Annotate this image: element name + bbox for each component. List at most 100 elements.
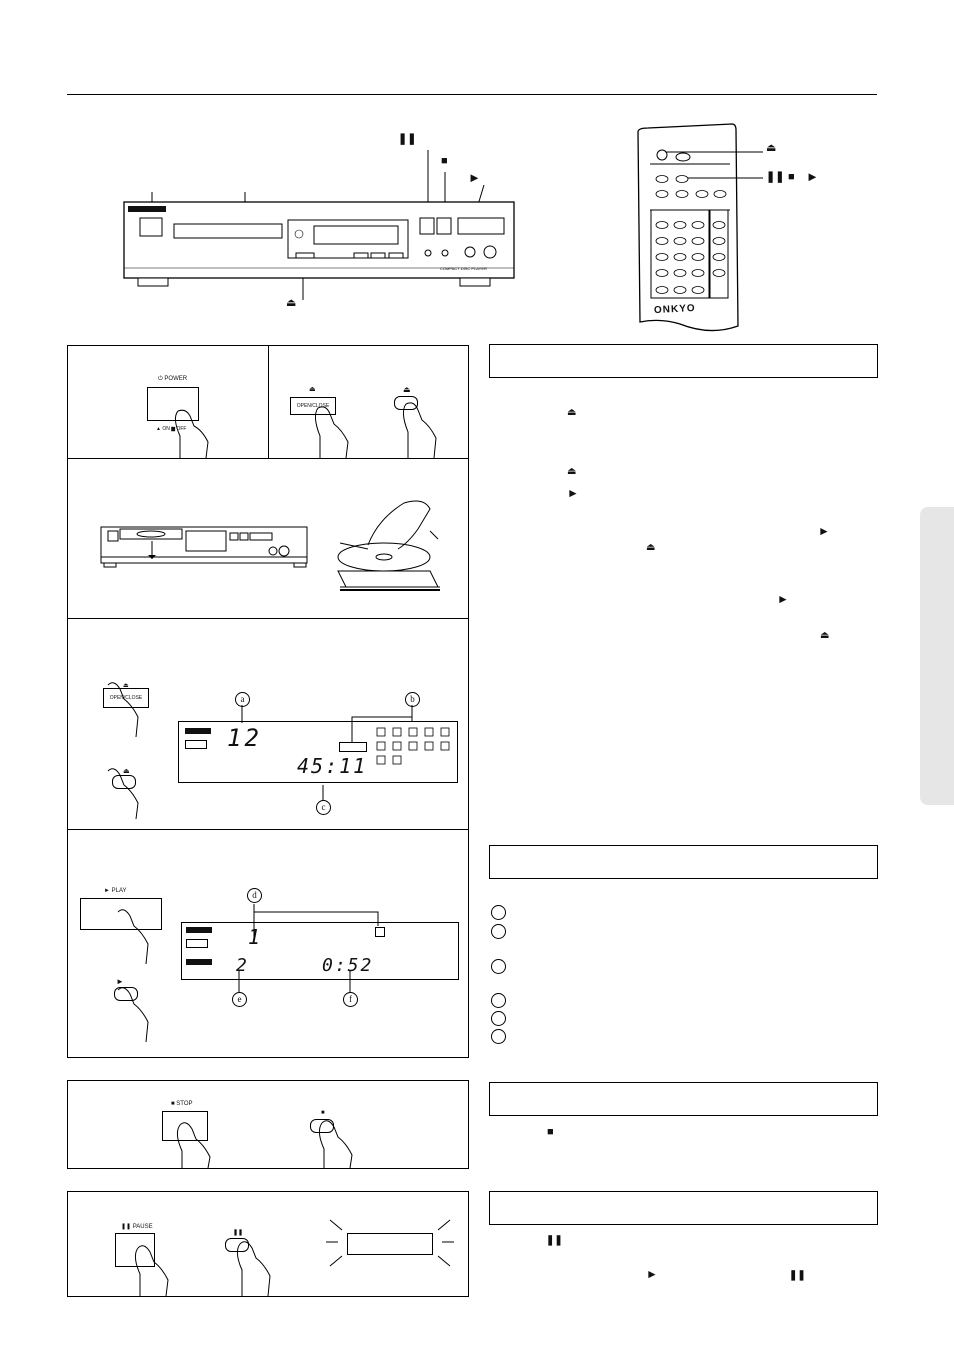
stop-icon: ■ bbox=[547, 1126, 554, 1138]
stop-label-text: STOP bbox=[176, 1101, 193, 1107]
on-off-label: ▲ ON ▆ OFF bbox=[156, 426, 187, 432]
stop-icon: ■ bbox=[321, 1110, 325, 1116]
music-calendar bbox=[375, 726, 455, 766]
power-button-art bbox=[147, 387, 199, 421]
on-label: ON bbox=[162, 426, 170, 432]
panel-close-display: ⏏ OPEN/CLOSE ⏏ 12 45:11 a bbox=[67, 618, 469, 831]
eject-icon: ⏏ bbox=[123, 683, 129, 689]
remote-eject-button-art bbox=[112, 775, 136, 789]
eject-icon: ⏏ bbox=[403, 385, 411, 394]
lcd-indicator bbox=[186, 939, 208, 948]
lcd-display: 12 45:11 bbox=[178, 721, 458, 783]
total-time: 45:11 bbox=[297, 754, 368, 778]
section-header-box-2 bbox=[489, 845, 878, 879]
stop-button-art bbox=[162, 1111, 208, 1141]
open-close-label: OPEN/CLOSE bbox=[296, 403, 330, 409]
insert-disc-art bbox=[100, 500, 440, 591]
play-label-text: PLAY bbox=[111, 888, 127, 894]
display-item-marker bbox=[491, 993, 506, 1008]
remote-play-icon: ► bbox=[806, 169, 819, 184]
pause-button-art bbox=[115, 1233, 155, 1267]
play-icon: ► bbox=[818, 524, 830, 538]
callout-f: f bbox=[343, 992, 358, 1007]
lcd-indicator bbox=[185, 728, 211, 734]
remote-outline bbox=[637, 123, 763, 332]
power-label-text: POWER bbox=[164, 376, 188, 382]
total-tracks: 12 bbox=[227, 724, 262, 752]
panel-stop: ■ STOP ■ bbox=[67, 1080, 469, 1169]
play-icon: ► bbox=[468, 170, 481, 185]
open-close-label-2: OPEN/CLOSE bbox=[109, 695, 143, 701]
pause-label: ❚❚ PAUSE bbox=[121, 1224, 153, 1230]
index-number: 2 bbox=[236, 955, 247, 976]
top-rule bbox=[67, 94, 877, 95]
callout-lines bbox=[117, 904, 379, 1043]
remote-stop-icon: ■ bbox=[788, 171, 795, 183]
play-button-art bbox=[80, 898, 162, 930]
play-icon: ► bbox=[646, 1267, 658, 1281]
section-header-box-3 bbox=[489, 1082, 878, 1116]
remote-brand: ONKYO bbox=[653, 302, 696, 317]
play-icon: ► bbox=[116, 977, 124, 986]
pause-label-text: PAUSE bbox=[132, 1224, 153, 1230]
callout-a: a bbox=[235, 692, 250, 707]
panel-pause: ❚❚ PAUSE ❚❚ bbox=[67, 1191, 469, 1297]
callout-d: d bbox=[247, 888, 262, 903]
lcd-box bbox=[375, 927, 385, 937]
lcd-indicator bbox=[186, 959, 212, 965]
remote-eject-icon: ⏏ bbox=[766, 142, 777, 154]
display-item-marker bbox=[491, 1029, 506, 1044]
callout-e: e bbox=[232, 992, 247, 1007]
eject-icon: ⏏ bbox=[123, 768, 130, 775]
music-calendar-grid bbox=[376, 727, 450, 765]
eject-icon: ⏏ bbox=[309, 386, 316, 393]
remote-play-button-art bbox=[114, 987, 138, 1001]
open-close-button-art: OPEN/CLOSE bbox=[290, 397, 336, 415]
power-label: ⏻ POWER bbox=[158, 376, 188, 382]
eject-icon: ⏏ bbox=[646, 542, 656, 553]
callout-lines bbox=[107, 682, 413, 820]
side-tab bbox=[920, 507, 954, 805]
play-label: ► PLAY bbox=[104, 888, 127, 894]
display-item-marker bbox=[491, 905, 506, 920]
section-header-box-1 bbox=[489, 344, 878, 378]
panel-play: ► PLAY ► 1 2 0:52 d e f bbox=[67, 829, 469, 1058]
open-close-button-art: OPEN/CLOSE bbox=[103, 688, 149, 708]
remote-eject-button-art bbox=[394, 396, 418, 410]
blinking-display bbox=[347, 1233, 433, 1255]
section-header-box-4 bbox=[489, 1191, 878, 1225]
panel-divider bbox=[268, 346, 269, 459]
panel-power-open: ⏻ POWER ▲ ON ▆ OFF ⏏ OPEN/CLOSE ⏏ bbox=[67, 345, 469, 460]
eject-icon: ⏏ bbox=[567, 466, 577, 477]
lcd-indicator bbox=[185, 740, 207, 749]
eject-icon: ⏏ bbox=[567, 407, 577, 418]
front-panel-illustration: ❚❚ ■ ► ⏏ COMPACT DISC PLAYER bbox=[110, 130, 530, 320]
hand-art bbox=[176, 1120, 353, 1169]
eject-icon: ⏏ bbox=[286, 297, 297, 309]
pause-icon: ❚❚ bbox=[789, 1270, 806, 1281]
display-item-marker bbox=[491, 1011, 506, 1026]
panel-insert-disc bbox=[67, 458, 469, 620]
blink-rays bbox=[134, 1219, 454, 1297]
stop-icon: ■ bbox=[441, 155, 448, 167]
display-item-marker bbox=[491, 924, 506, 939]
pause-icon: ❚❚ bbox=[233, 1230, 244, 1236]
eject-icon: ⏏ bbox=[820, 630, 830, 641]
elapsed-time: 0:52 bbox=[322, 955, 374, 976]
hand-art bbox=[174, 402, 437, 459]
pause-icon: ❚❚ bbox=[398, 133, 417, 145]
front-panel-outline bbox=[123, 150, 515, 300]
play-icon: ► bbox=[567, 486, 579, 500]
remote-pause-icon: ❚❚ bbox=[766, 171, 785, 183]
lcd-box bbox=[339, 742, 367, 752]
lcd-indicator bbox=[186, 927, 212, 933]
play-icon: ► bbox=[777, 592, 789, 606]
pause-icon: ❚❚ bbox=[546, 1235, 563, 1246]
stop-label: ■ STOP bbox=[171, 1101, 193, 1107]
callout-b: b bbox=[405, 692, 420, 707]
callout-c: c bbox=[316, 800, 331, 815]
remote-illustration: ⏏ ❚❚ ■ ► ONKYO bbox=[620, 118, 840, 338]
display-item-marker bbox=[491, 959, 506, 974]
front-model-text: COMPACT DISC PLAYER bbox=[440, 266, 487, 271]
off-label: OFF bbox=[176, 426, 187, 432]
